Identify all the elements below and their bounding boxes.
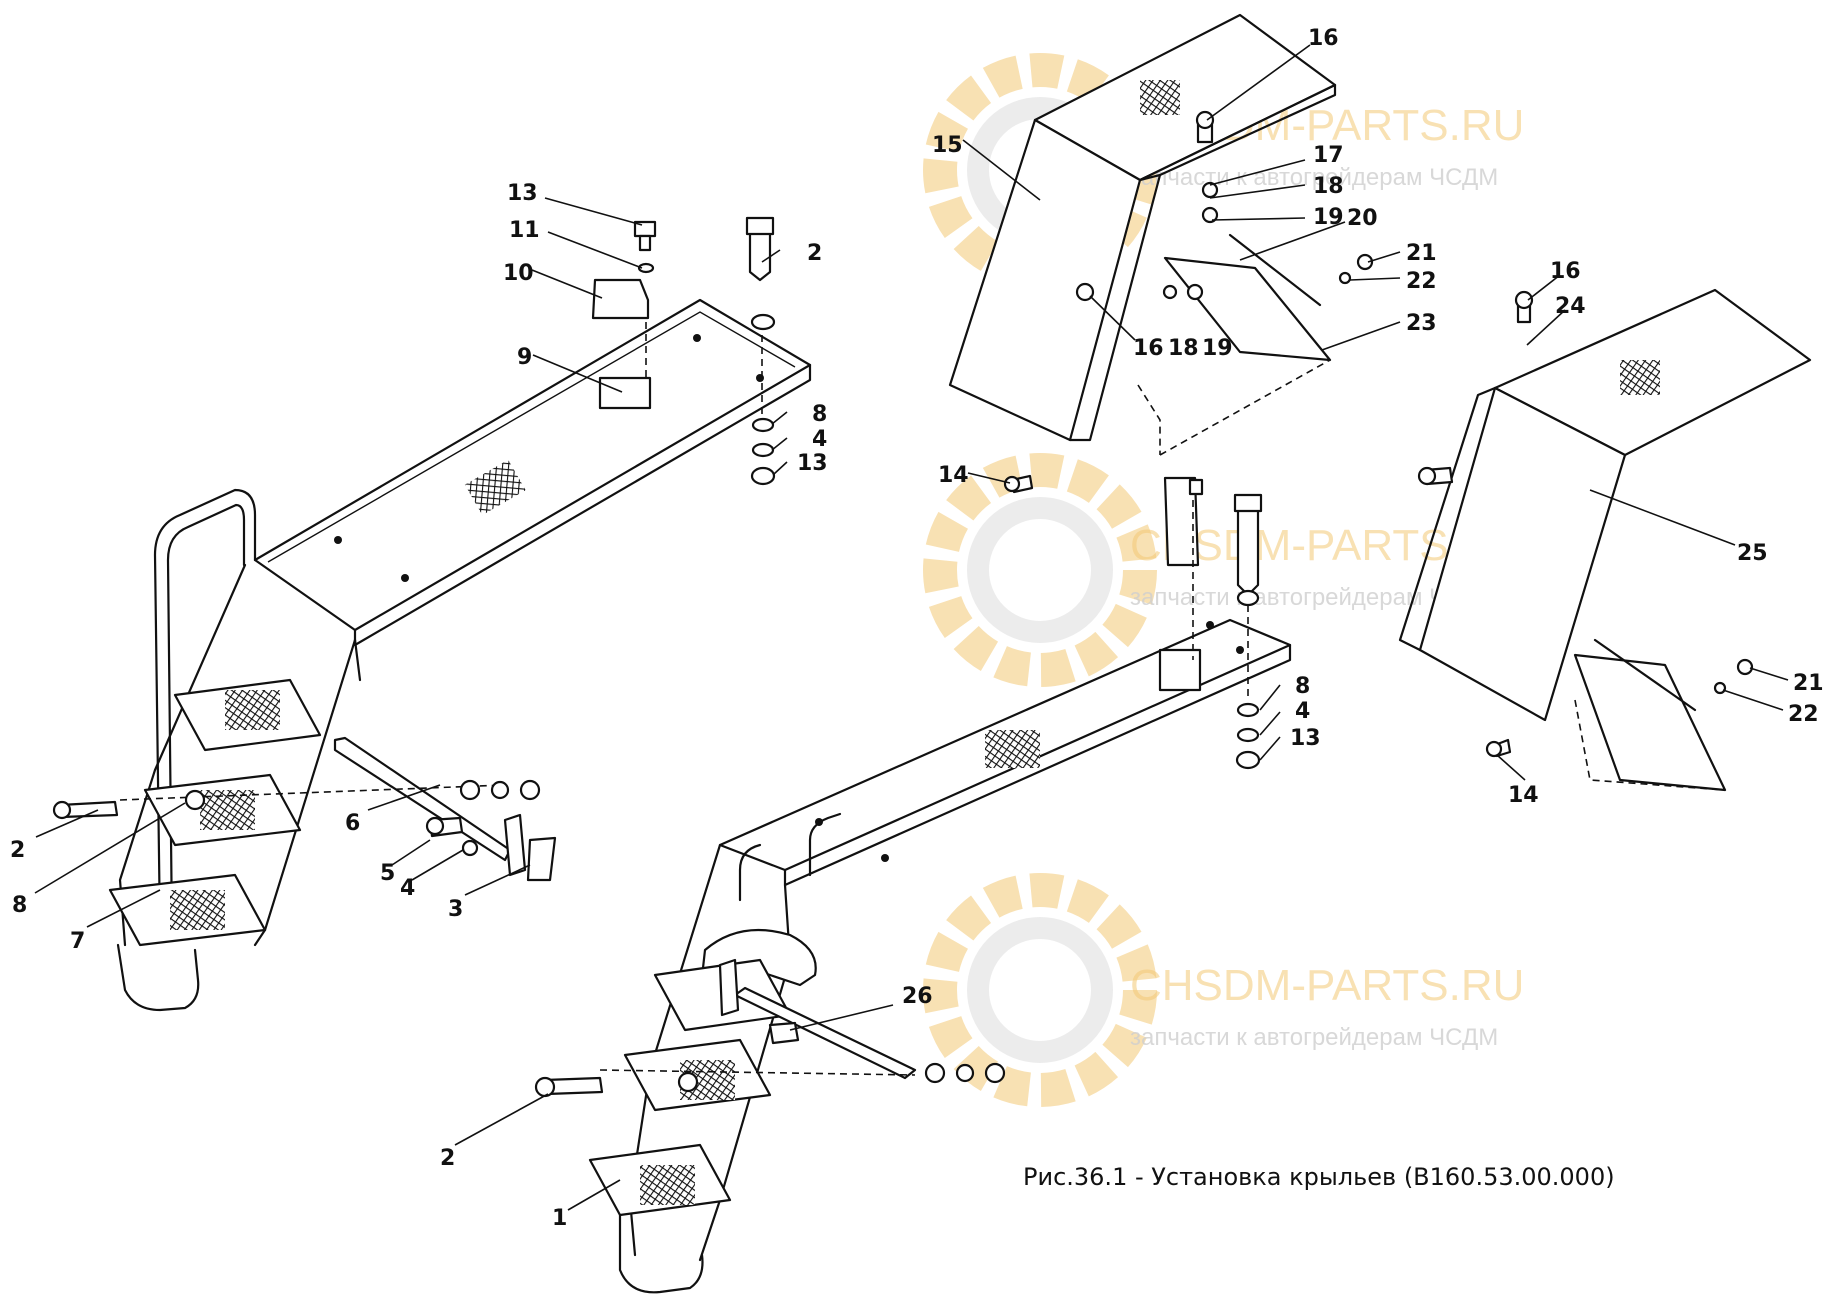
callout-21: 21 [1793, 671, 1824, 696]
callout-21: 21 [1406, 241, 1437, 266]
fender-15 [948, 13, 1374, 494]
callout-3: 3 [448, 897, 463, 922]
watermark-tagline: запчасти к автогрейдерам ЧСДМ [1130, 1024, 1498, 1051]
fender-25 [1398, 288, 1812, 792]
callout-16: 16 [1133, 336, 1164, 361]
callout-2: 2 [807, 241, 822, 266]
callout-14: 14 [1508, 783, 1539, 808]
callout-13: 13 [797, 451, 828, 476]
left-step-assembly [52, 216, 812, 1012]
callout-25: 25 [1737, 541, 1768, 566]
callout-4: 4 [400, 876, 415, 901]
callout-11: 11 [509, 218, 540, 243]
callout-26: 26 [902, 984, 933, 1009]
callout-15: 15 [932, 133, 963, 158]
watermark-tagline: запчасти к автогрейдерам ЧСДМ [1130, 164, 1498, 191]
callout-1: 1 [552, 1206, 567, 1231]
callout-8: 8 [12, 893, 27, 918]
callout-2: 2 [10, 838, 25, 863]
callout-22: 22 [1406, 269, 1437, 294]
callout-24: 24 [1555, 294, 1586, 319]
callout-20: 20 [1347, 206, 1378, 231]
callout-14: 14 [938, 463, 969, 488]
right-step-assembly [534, 476, 1292, 1294]
watermark-brand: CHSDM-PARTS.RU [1130, 961, 1524, 1010]
callout-5: 5 [380, 861, 395, 886]
callout-12: 13 [507, 181, 538, 206]
callout-18: 18 [1168, 336, 1199, 361]
callout-17: 17 [1313, 143, 1344, 168]
figure-caption: Рис.36.1 - Установка крыльев (В160.53.00… [1023, 1163, 1615, 1191]
callout-16: 16 [1308, 26, 1339, 51]
callout-13: 13 [1290, 726, 1321, 751]
callout-6: 6 [345, 811, 360, 836]
callout-16: 16 [1550, 259, 1581, 284]
callout-19: 19 [1313, 205, 1344, 230]
callout-8: 8 [1295, 674, 1310, 699]
callout-leaders [34, 44, 1789, 1211]
callout-2: 2 [440, 1146, 455, 1171]
callout-18: 18 [1313, 174, 1344, 199]
callout-19: 19 [1202, 336, 1233, 361]
callout-numbers: 13 11 10 9 2 8 4 13 2 8 7 6 5 4 3 2 1 26… [10, 26, 1824, 1231]
callout-4: 4 [1295, 699, 1310, 724]
callout-23: 23 [1406, 311, 1437, 336]
callout-10: 10 [503, 261, 534, 286]
callout-7: 7 [70, 929, 85, 954]
callout-4: 4 [812, 427, 827, 452]
callout-8: 8 [812, 402, 827, 427]
callout-9: 9 [517, 345, 532, 370]
callout-22: 22 [1788, 702, 1819, 727]
